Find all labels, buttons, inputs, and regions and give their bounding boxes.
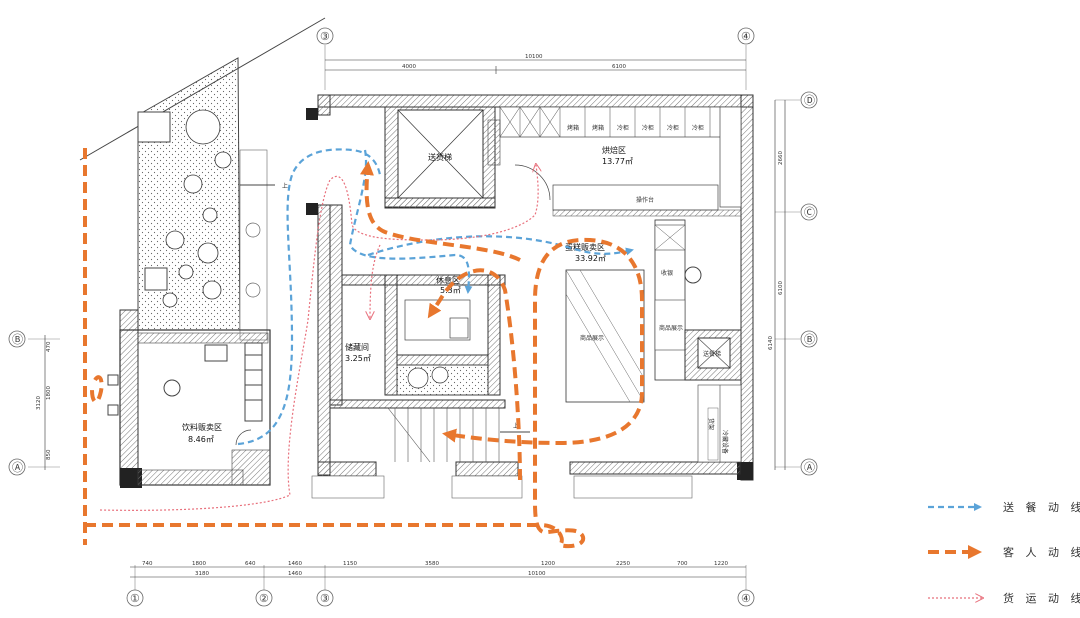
customer-path	[83, 148, 644, 549]
axis-bottom-2: ②	[259, 592, 269, 605]
dim-right-1: 2660	[778, 151, 784, 165]
axis-bottom-1: ①	[130, 592, 140, 605]
oven-label-1: 烤箱	[567, 124, 579, 132]
dim-bottom-total-3: 10100	[528, 571, 546, 577]
fridge-label-2: 冷柜	[642, 124, 654, 132]
dim-bottom-9: 700	[677, 561, 688, 567]
goods-transport-path	[99, 165, 538, 511]
main-building: 送货梯 烤箱 烤箱 冷柜 冷柜 冷柜 冷柜 操作台 烘	[306, 94, 754, 499]
axis-bottom-3: ③	[320, 592, 330, 605]
fridge-label-4: 冷柜	[692, 124, 704, 132]
baking-area-size: 13.77㎡	[602, 157, 633, 166]
storage-name: 储藏间	[345, 342, 369, 352]
rest-area-size: 5.3㎡	[440, 286, 461, 295]
dim-bottom-1: 740	[142, 561, 153, 567]
axis-top-4: ④	[741, 30, 751, 43]
dim-bottom-8: 2250	[616, 561, 630, 567]
drink-area-size: 8.46㎡	[188, 435, 214, 444]
axis-right-a: Ⓐ	[804, 461, 815, 474]
cake-area-size: 33.92㎡	[575, 254, 606, 263]
axis-left-a: Ⓐ	[12, 461, 23, 474]
dim-right-2: 6100	[778, 281, 784, 295]
axis-right-c: Ⓒ	[804, 206, 815, 219]
fridge-label-1: 冷柜	[617, 124, 629, 132]
axis-bubbles	[8, 27, 818, 607]
dimension-lines	[44, 59, 786, 578]
small-lift-label: 送餐梯	[703, 350, 721, 358]
axis-grid	[28, 45, 800, 590]
legend-item-goods: 货 运 动 线	[928, 591, 1080, 605]
dim-bottom-2: 1800	[192, 561, 206, 567]
display-label-2: 商品展示	[659, 324, 683, 332]
legend-item-food-delivery: 送 餐 动 线	[928, 500, 1080, 514]
axis-right-b: Ⓑ	[804, 333, 815, 346]
cashier-label: 收银	[661, 269, 673, 277]
up-label: 上	[282, 182, 288, 190]
food-delivery-path	[237, 148, 634, 446]
legend-item-customer: 客 人 动 线	[928, 545, 1080, 559]
dim-left-total: 3120	[36, 396, 42, 410]
axis-bottom-4: ④	[741, 592, 751, 605]
stair-up-label: 上	[513, 422, 519, 430]
shelf-label: 货架	[707, 418, 715, 430]
drink-booth: 饮料贩卖区 8.46㎡	[107, 309, 271, 488]
dim-bottom-10: 1220	[714, 561, 728, 567]
equip-label: 冷藏设备	[721, 430, 729, 454]
dim-left-1: 470	[46, 341, 52, 352]
dim-bottom-3: 640	[245, 561, 256, 567]
storage-size: 3.25㎡	[345, 354, 371, 363]
baking-area-name: 烘焙区	[602, 145, 626, 155]
dim-top-b: 6100	[612, 64, 626, 70]
dim-bottom-5: 1150	[343, 561, 357, 567]
dim-bottom-4: 1460	[288, 561, 302, 567]
dim-left-2: 1800	[46, 386, 52, 400]
axis-right-d: Ⓓ	[804, 94, 815, 107]
elevator-label: 送货梯	[428, 152, 452, 162]
cake-area-name: 蛋糕贩卖区	[565, 242, 605, 252]
garden: 上	[79, 17, 326, 341]
drink-area-name: 饮料贩卖区	[182, 422, 222, 432]
dim-top-a: 4000	[402, 64, 416, 70]
axis-left-b: Ⓑ	[12, 333, 23, 346]
fridge-label-3: 冷柜	[667, 124, 679, 132]
legend-label-food: 送 餐 动 线	[1003, 500, 1080, 514]
dim-bottom-total-2: 1460	[288, 571, 302, 577]
dim-bottom-7: 1200	[541, 561, 555, 567]
oven-label-2: 烤箱	[592, 124, 604, 132]
dim-top-total: 10100	[525, 54, 543, 60]
legend: 送 餐 动 线 客 人 动 线 货 运 动 线	[928, 500, 1080, 605]
axis-top-3: ③	[320, 30, 330, 43]
counter-label: 操作台	[636, 196, 654, 204]
display-label: 商品展示	[580, 334, 604, 342]
axis-labels: ③ ④ Ⓓ Ⓒ Ⓑ Ⓐ Ⓑ Ⓐ ① ② ③ ④	[12, 30, 815, 605]
dim-bottom-6: 3580	[425, 561, 439, 567]
dim-left-3: 850	[46, 449, 52, 460]
dimension-texts: 10100 4000 6100 740 1800 640 1460 1150 3…	[36, 54, 784, 577]
dim-bottom-total-1: 3180	[195, 571, 209, 577]
dim-right-3: 6140	[768, 336, 774, 350]
legend-label-goods: 货 运 动 线	[1003, 591, 1080, 605]
rest-area-name: 休息区	[436, 275, 460, 285]
legend-label-customer: 客 人 动 线	[1003, 545, 1080, 559]
